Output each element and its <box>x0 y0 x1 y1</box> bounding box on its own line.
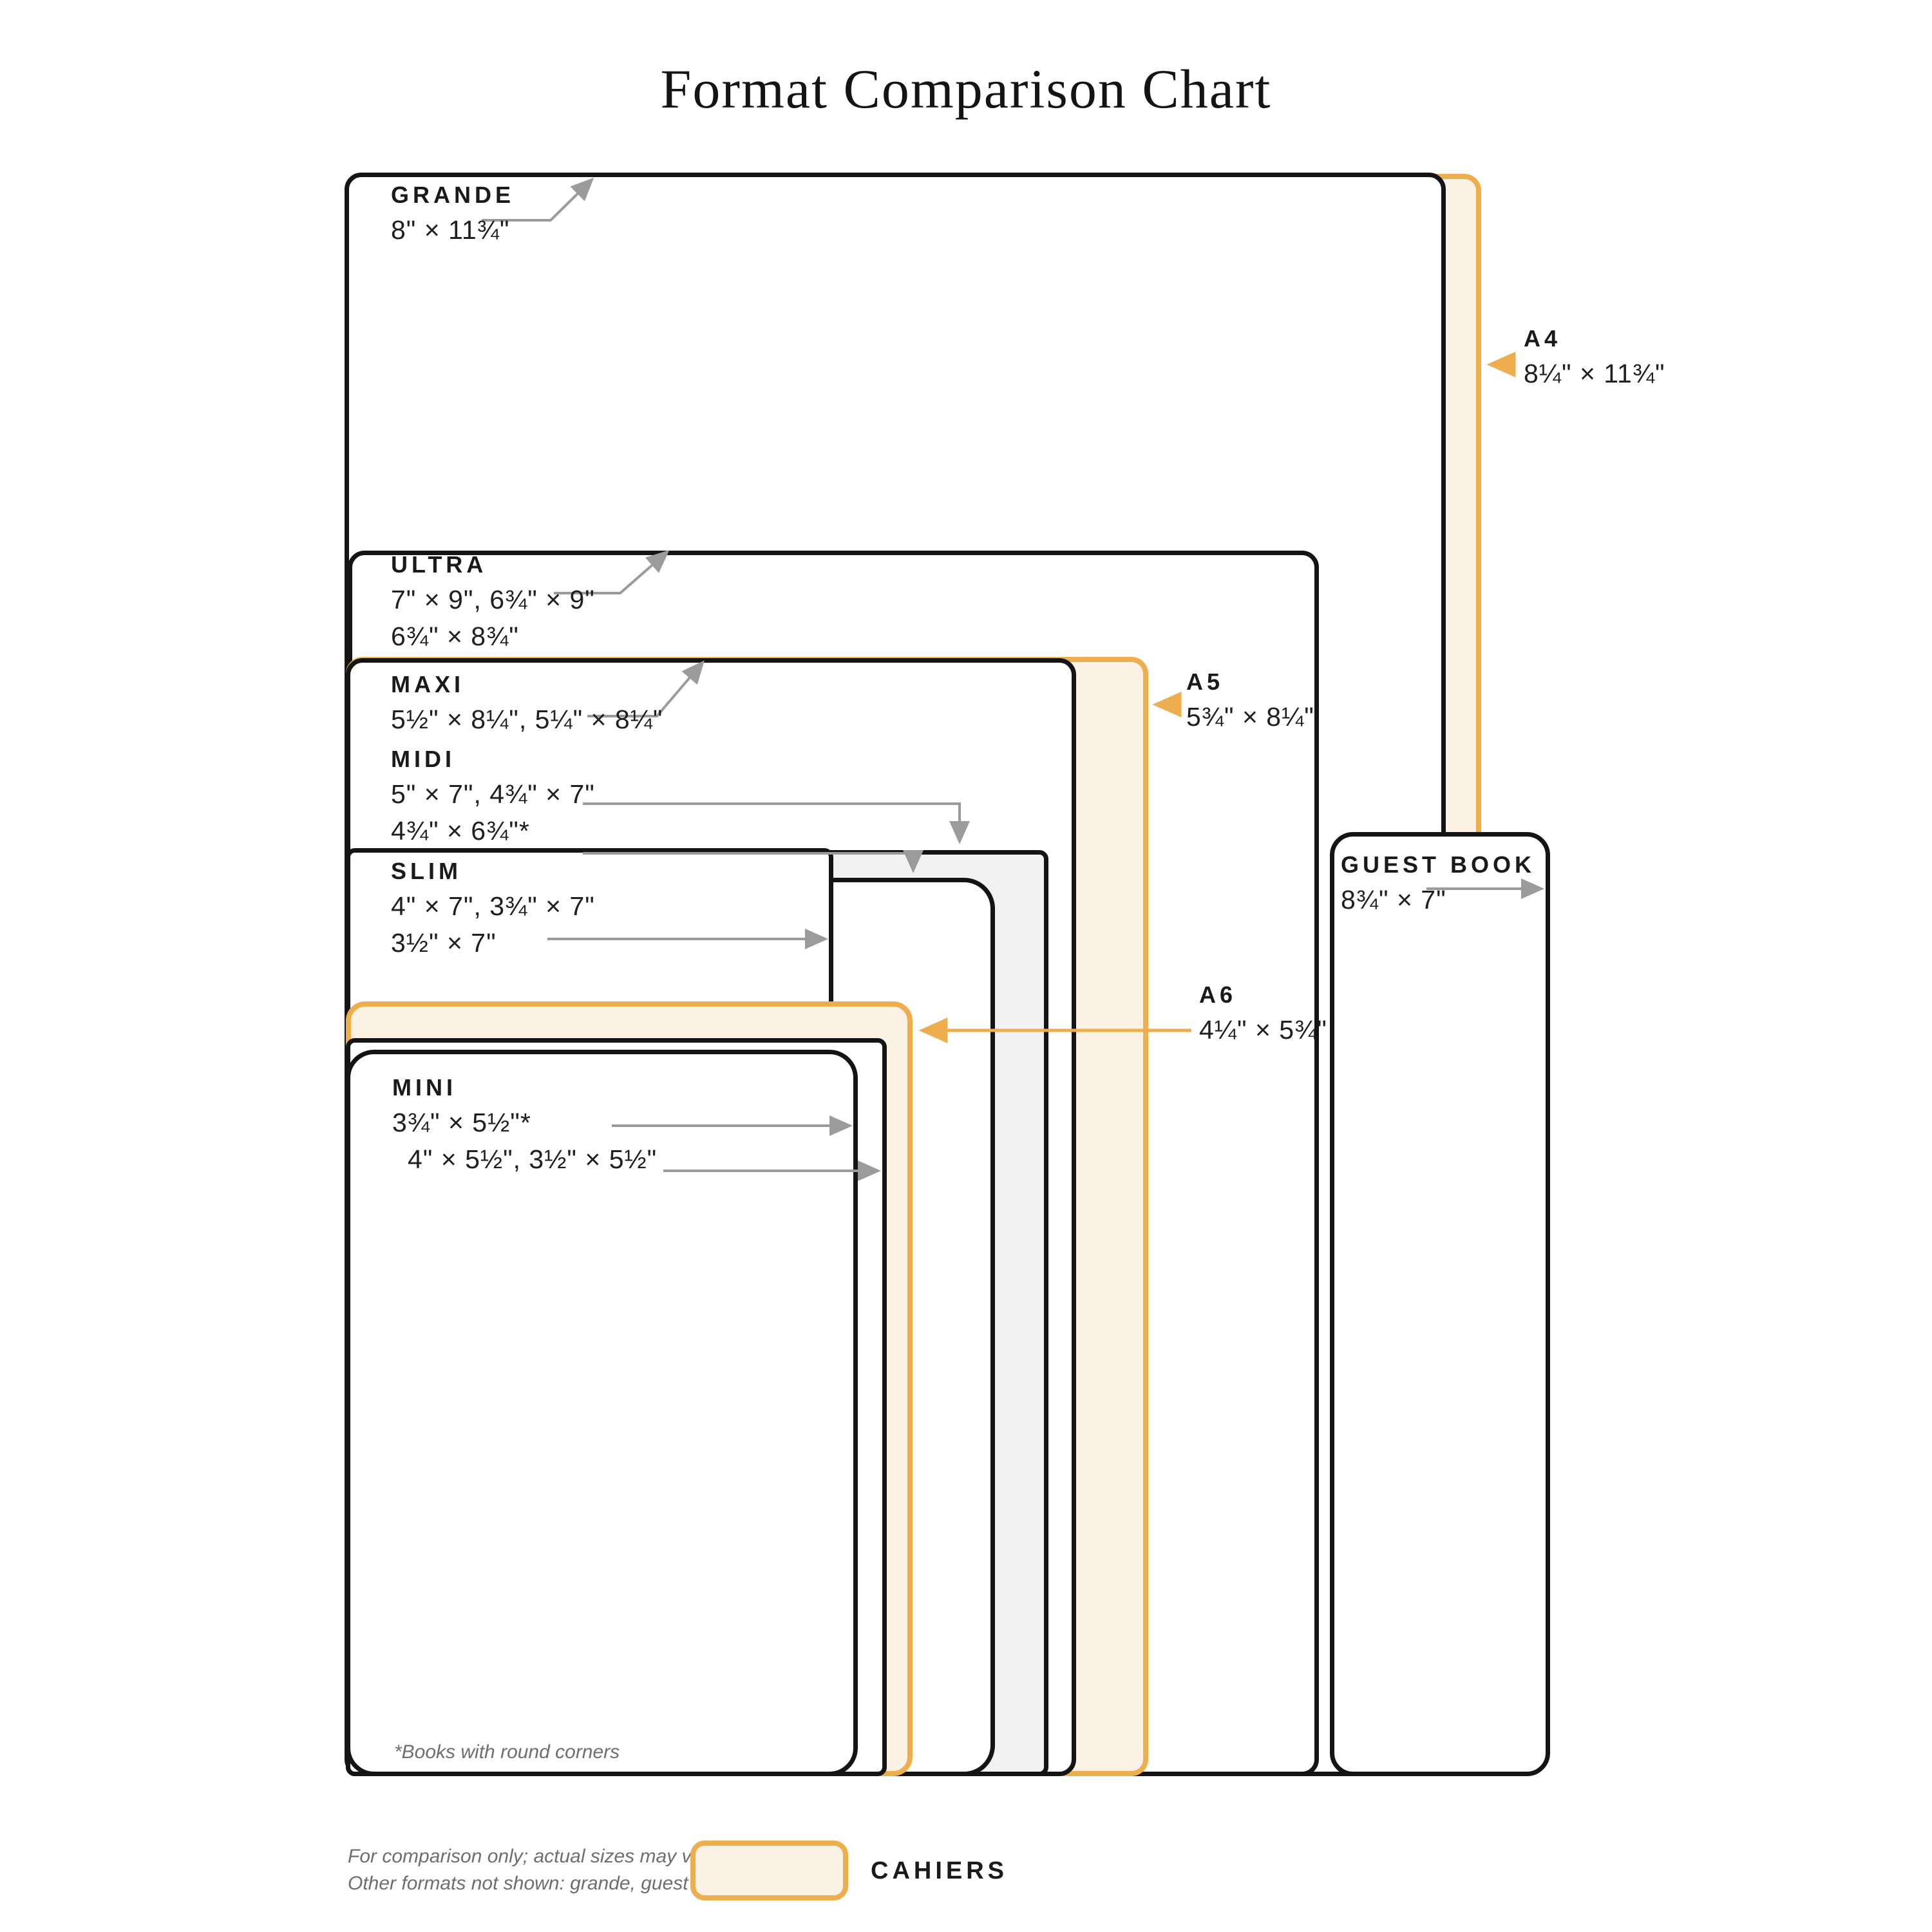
ultra-arrow <box>554 550 670 594</box>
midi-arrow-square <box>583 802 970 844</box>
slim-size-2: 3½" × 7" <box>391 928 497 958</box>
footer-note-line-1: For comparison only; actual sizes may va… <box>348 1846 719 1867</box>
midi-label: MIDI 5" × 7", 4¾" × 7" 4¾" × 6¾"* <box>391 746 595 846</box>
ultra-label: ULTRA 7" × 9", 6¾" × 9" 6¾" × 8¾" <box>391 551 595 652</box>
a6-name: A6 <box>1199 981 1237 1008</box>
slim-size-1: 4" × 7", 3¾" × 7" <box>391 891 595 921</box>
midi-arrow-round <box>583 850 923 873</box>
grande-arrow <box>482 177 594 222</box>
maxi-arrow <box>587 660 705 717</box>
guest-book-name: GUEST BOOK <box>1341 851 1536 878</box>
mini-size-2: 4" × 5½", 3½" × 5½" <box>408 1144 658 1174</box>
a4-size: 8¼" × 11¾" <box>1524 359 1665 388</box>
ultra-size-2: 6¾" × 8¾" <box>391 621 519 651</box>
grande-label: GRANDE 8" × 11¾" <box>391 182 515 245</box>
maxi-label: MAXI 5½" × 8¼", 5¼" × 8¼" <box>391 671 663 735</box>
a5-name: A5 <box>1186 668 1224 695</box>
mini-name: MINI <box>392 1074 457 1101</box>
maxi-name: MAXI <box>391 671 464 697</box>
grande-size: 8" × 11¾" <box>391 215 510 245</box>
a5-size: 5¾" × 8¼" <box>1186 702 1314 732</box>
guest-book-shape <box>1330 832 1550 1776</box>
round-corners-note: *Books with round corners <box>394 1741 620 1763</box>
maxi-size: 5½" × 8¼", 5¼" × 8¼" <box>391 705 663 734</box>
a4-label: A4 8¼" × 11¾" <box>1524 325 1665 389</box>
mini-size-1: 3¾" × 5½"* <box>392 1108 531 1137</box>
slim-label: SLIM 4" × 7", 3¾" × 7" 3½" × 7" <box>391 858 595 958</box>
midi-size-2: 4¾" × 6¾"* <box>391 816 530 846</box>
a5-label: A5 5¾" × 8¼" <box>1186 668 1314 732</box>
cahiers-legend-swatch <box>690 1841 848 1900</box>
a6-size: 4¼" × 5¾" <box>1199 1015 1327 1045</box>
grande-name: GRANDE <box>391 182 515 208</box>
midi-size-1: 5" × 7", 4¾" × 7" <box>391 779 595 809</box>
midi-name: MIDI <box>391 746 455 772</box>
a4-name: A4 <box>1524 325 1562 352</box>
cahiers-legend-label: CAHIERS <box>871 1857 1009 1884</box>
guest-book-label: GUEST BOOK 8¾" × 7" <box>1341 851 1535 915</box>
ultra-size-1: 7" × 9", 6¾" × 9" <box>391 585 595 614</box>
slim-name: SLIM <box>391 858 462 884</box>
a6-label: A6 4¼" × 5¾" <box>1199 981 1327 1045</box>
page-title: Format Comparison Chart <box>660 58 1272 120</box>
mini-label: MINI 3¾" × 5½"* 4" × 5½", 3½" × 5½" <box>392 1074 657 1175</box>
ultra-name: ULTRA <box>391 551 488 578</box>
guest-book-size: 8¾" × 7" <box>1341 885 1446 914</box>
